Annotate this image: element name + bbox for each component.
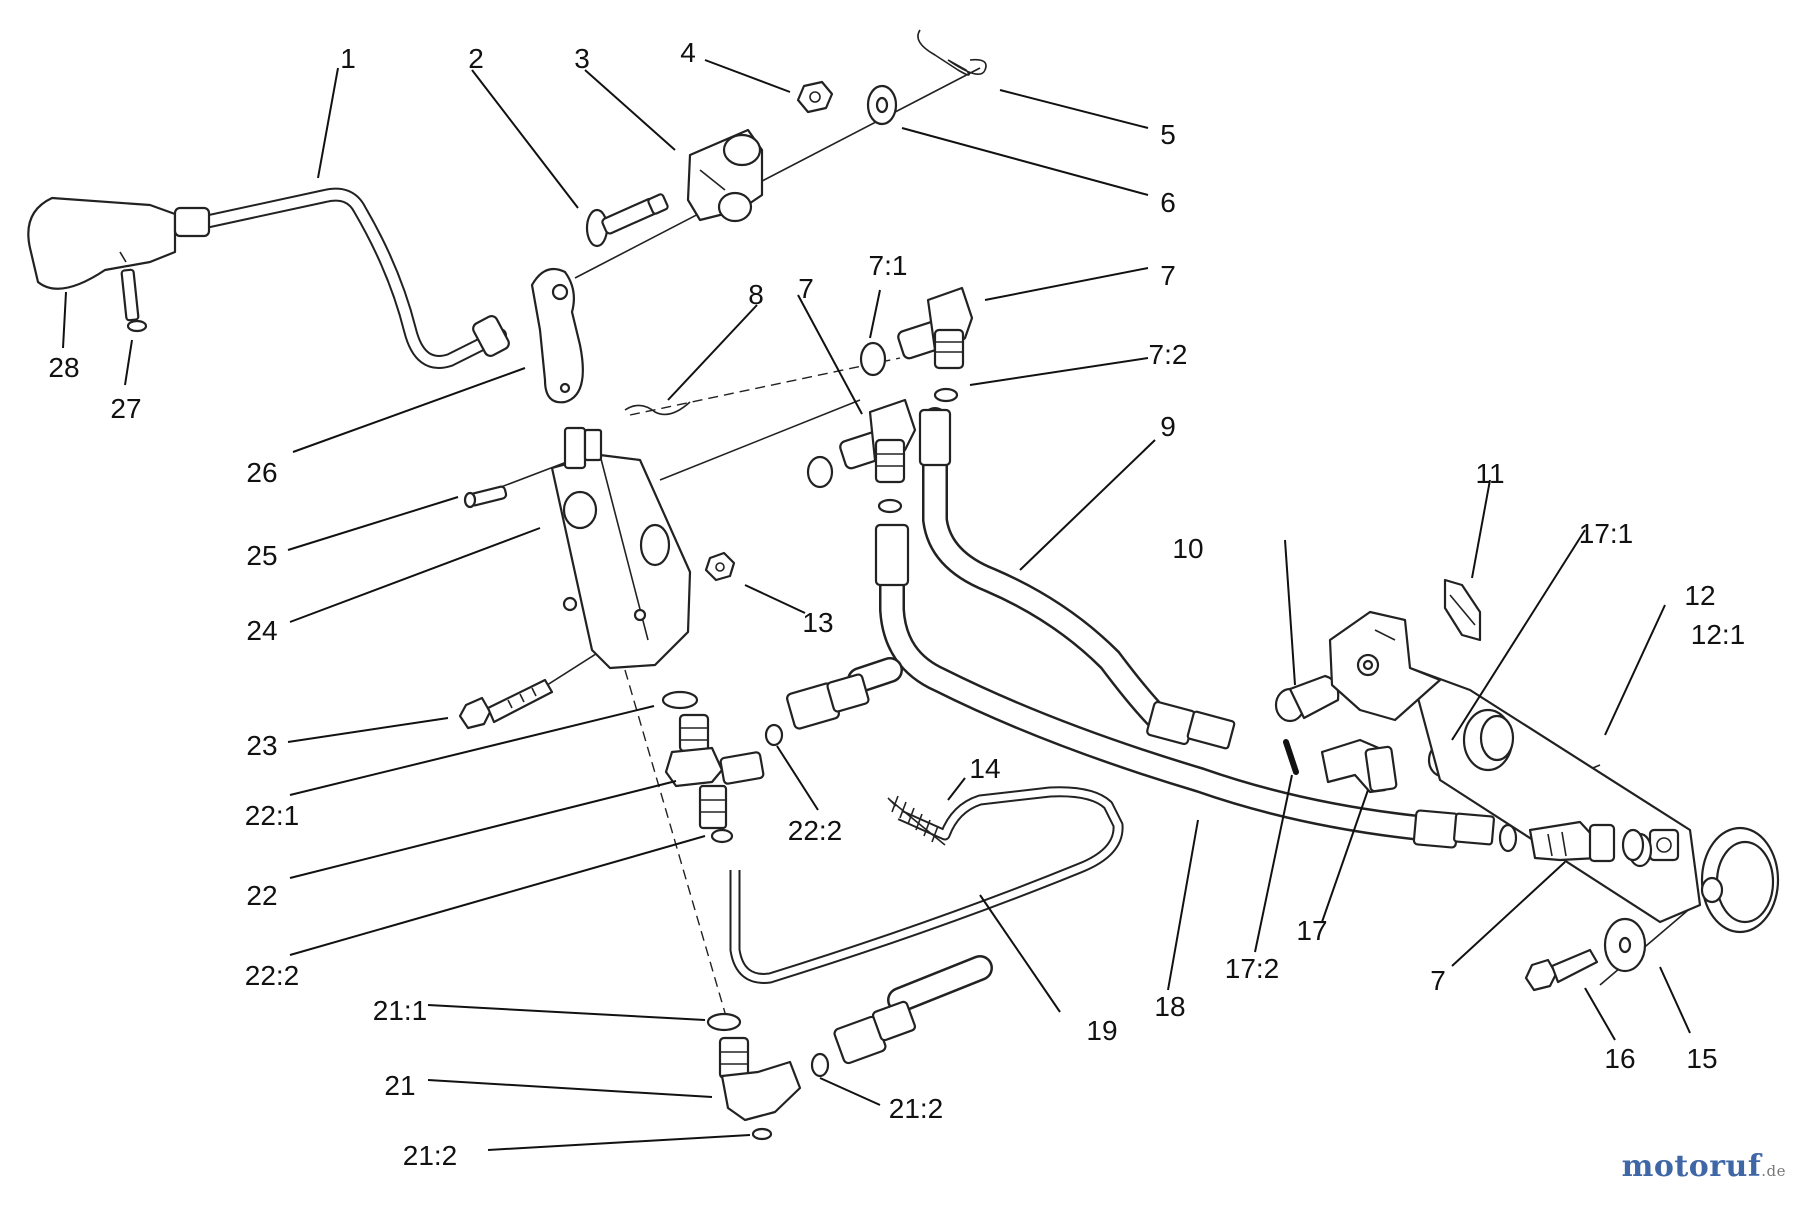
lever-knob	[27, 196, 211, 290]
bolt-16	[1524, 948, 1599, 992]
label-12: 12	[1684, 580, 1715, 611]
elbow-fitting-17	[1320, 738, 1398, 794]
o-ring-22-2-lower	[710, 828, 734, 844]
centerline-7-fitting	[659, 399, 861, 481]
label-21: 21	[384, 1070, 415, 1101]
label-17-2: 17:2	[1225, 953, 1280, 984]
bracket-26	[530, 267, 584, 404]
watermark-brand: motoruf	[1621, 1149, 1762, 1184]
label-10: 10	[1172, 533, 1203, 564]
label-16: 16	[1604, 1043, 1635, 1074]
bolt-23	[458, 678, 554, 730]
leader-lines	[62, 59, 1691, 1151]
label-22-2-left: 22:2	[245, 960, 300, 991]
valve-body-24	[550, 426, 692, 670]
label-22-1: 22:1	[245, 800, 300, 831]
label-22: 22	[246, 880, 277, 911]
pin-25	[463, 485, 508, 509]
label-21-1: 21:1	[373, 995, 428, 1026]
label-7-2: 7:2	[1149, 339, 1188, 370]
pivot-bolt-2	[585, 193, 669, 248]
o-ring-21-1	[706, 1012, 742, 1032]
label-17: 17	[1296, 915, 1327, 946]
label-2: 2	[468, 43, 484, 74]
centerline-upper	[574, 67, 981, 279]
watermark-suffix: .de	[1761, 1162, 1786, 1180]
hose-18	[874, 523, 1495, 849]
label-7-lower: 7	[1430, 965, 1446, 996]
hose-lower-21	[833, 955, 993, 1065]
roll-pin-17-2	[1283, 739, 1299, 775]
spring-clip-8	[624, 401, 691, 416]
label-7-mid: 7	[798, 273, 814, 304]
o-ring-7-mid-lower	[877, 498, 903, 514]
o-ring-21-2-lower	[751, 1127, 773, 1141]
centerline-8	[629, 357, 901, 416]
washer-15	[1603, 917, 1647, 973]
o-ring-7-2	[933, 387, 959, 403]
label-7-upper: 7	[1160, 260, 1176, 291]
label-24: 24	[246, 615, 277, 646]
label-23: 23	[246, 730, 277, 761]
pivot-clevis-3	[686, 128, 764, 223]
elbow-fitting-21	[718, 1036, 802, 1122]
label-6: 6	[1160, 187, 1176, 218]
label-4: 4	[680, 37, 696, 68]
label-25: 25	[246, 540, 277, 571]
nut-13	[704, 551, 736, 582]
hose-9	[918, 407, 1236, 750]
clevis-end-12	[1328, 610, 1442, 722]
centerline-16	[1599, 899, 1701, 986]
spring-clip-11	[1443, 578, 1482, 642]
hair-clip-5	[917, 29, 987, 76]
elbow-fitting-7-lower	[1528, 820, 1616, 863]
elbow-fitting-7-mid	[839, 398, 917, 484]
label-3: 3	[574, 43, 590, 74]
rivet-27	[120, 268, 148, 333]
label-8: 8	[748, 279, 764, 310]
o-ring-7-lower-b	[1621, 828, 1645, 862]
label-15: 15	[1686, 1043, 1717, 1074]
o-ring-22-1	[661, 690, 699, 710]
label-5: 5	[1160, 119, 1176, 150]
o-ring-7-1	[859, 341, 887, 377]
label-22-2-right: 22:2	[788, 815, 843, 846]
label-21-2-right: 21:2	[889, 1093, 944, 1124]
callout-labels: 1 2 3 4 5 6 7:1 7 7 8 7:2 9 10 11 17:1 1…	[48, 37, 1745, 1171]
tee-fitting-22	[664, 713, 765, 830]
label-14: 14	[969, 753, 1000, 784]
control-lever	[198, 187, 510, 369]
elbow-fitting-7-upper	[897, 286, 974, 370]
label-12-1: 12:1	[1691, 619, 1746, 650]
o-ring-22-2-right	[764, 723, 784, 747]
label-27: 27	[110, 393, 141, 424]
spring-14	[887, 795, 946, 846]
tube-19	[729, 786, 1124, 984]
label-1: 1	[340, 43, 356, 74]
plug-10	[1274, 674, 1340, 723]
nut-4	[796, 80, 834, 114]
label-17-1: 17:1	[1579, 518, 1634, 549]
label-19: 19	[1086, 1015, 1117, 1046]
centerline-vertical-port	[624, 669, 731, 1031]
watermark-logo: motoruf.de	[1622, 1149, 1786, 1184]
label-9: 9	[1160, 411, 1176, 442]
label-21-2-lower: 21:2	[403, 1140, 458, 1171]
cylinder-12	[1408, 666, 1780, 934]
label-28: 28	[48, 352, 79, 383]
label-7-1: 7:1	[869, 250, 908, 281]
hose-stub-22	[786, 657, 903, 730]
o-ring-21-2-right	[810, 1052, 830, 1078]
label-11: 11	[1475, 458, 1504, 489]
label-18: 18	[1154, 991, 1185, 1022]
label-13: 13	[802, 607, 833, 638]
o-ring-7-mid	[806, 455, 834, 489]
washer-6	[866, 84, 898, 126]
label-26: 26	[246, 457, 277, 488]
o-ring-7-lower	[1498, 823, 1518, 853]
